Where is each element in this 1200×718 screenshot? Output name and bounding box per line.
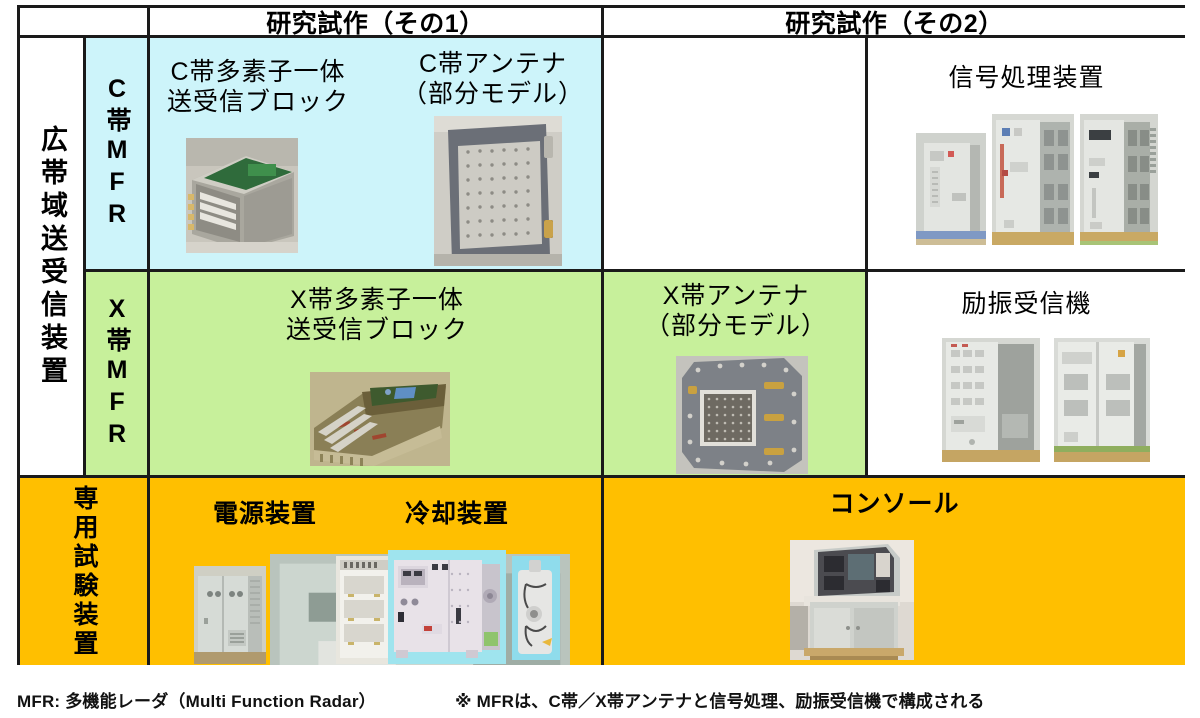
- caption-cooling-unit: 冷却装置: [404, 500, 509, 528]
- cell-x-band-block: X帯多素子一体 送受信ブロック: [150, 272, 604, 478]
- cell-console: コンソール: [604, 478, 1185, 665]
- photo-c-band-block: [186, 138, 298, 253]
- photo-cooling-unit-main: [388, 550, 506, 664]
- photo-power-supply-rack-1: [194, 566, 266, 664]
- photo-x-band-antenna: [676, 356, 808, 474]
- caption-c-band-block: C帯多素子一体 送受信ブロック: [166, 58, 349, 116]
- header-group-1: 研究試作（その1）: [150, 8, 604, 38]
- photo-signal-processor-cabinet-1: [916, 133, 986, 245]
- header-group-1-label: 研究試作（その1）: [266, 9, 485, 38]
- caption-signal-processor: 信号処理装置: [948, 64, 1105, 92]
- photo-signal-processor-cabinet-3: [1080, 114, 1158, 245]
- row-label-x-band-mfr-text: X帯MFR: [103, 295, 131, 452]
- row-label-dedicated-test-equipment: 専用試験装置: [20, 478, 150, 665]
- photo-exciter-receiver-cabinet-1: [942, 338, 1040, 462]
- caption-exciter-receiver: 励振受信機: [961, 290, 1092, 318]
- cell-c-band-group2-empty: [604, 38, 868, 272]
- photo-c-band-antenna: [434, 116, 562, 266]
- header-group-2-label: 研究試作（その2）: [785, 9, 1004, 38]
- caption-power-supply: 電源装置: [212, 500, 317, 528]
- photo-signal-processor-cabinet-2: [992, 114, 1074, 245]
- cell-x-band-antenna: X帯アンテナ （部分モデル）: [604, 272, 868, 478]
- photo-power-supply-rack-3: [336, 556, 392, 664]
- cell-signal-processor: 信号処理装置: [868, 38, 1185, 272]
- cell-power-and-cooling: 電源装置 冷却装置: [150, 478, 604, 665]
- photo-cooling-unit-tank: [512, 556, 560, 660]
- row-label-dedicated-test-equipment-text: 専用試験装置: [70, 484, 98, 659]
- footnote-mfr-definition: MFR: 多機能レーダ（Multi Function Radar）: [17, 692, 376, 711]
- row-label-wideband-unit: 広帯域送受信装置: [20, 38, 86, 478]
- cell-c-band-prototypes: C帯多素子一体 送受信ブロック C帯アンテナ （部分モデル）: [150, 38, 604, 272]
- caption-x-band-block: X帯多素子一体 送受信ブロック: [285, 286, 468, 344]
- footnote-mfr-note: ※ MFRは、C帯／X帯アンテナと信号処理、励振受信機で構成される: [455, 692, 985, 711]
- row-label-wideband-unit-text: 広帯域送受信装置: [37, 124, 67, 389]
- photo-exciter-receiver-cabinet-2: [1054, 338, 1150, 462]
- row-label-c-band-mfr: C帯MFR: [86, 38, 150, 272]
- corner-label: [20, 8, 147, 35]
- table-corner-cell: [20, 8, 150, 38]
- caption-console: コンソール: [829, 490, 960, 518]
- caption-x-band-antenna: X帯アンテナ （部分モデル）: [644, 282, 827, 340]
- equipment-table: 研究試作（その1） 研究試作（その2） 広帯域送受信装置 C帯MFR C帯多素子…: [17, 5, 1185, 665]
- row-label-x-band-mfr: X帯MFR: [86, 272, 150, 478]
- photo-console: [790, 540, 914, 660]
- header-group-2: 研究試作（その2）: [604, 8, 1185, 38]
- cell-exciter-receiver: 励振受信機: [868, 272, 1185, 478]
- row-label-c-band-mfr-text: C帯MFR: [103, 75, 131, 232]
- caption-c-band-antenna: C帯アンテナ （部分モデル）: [401, 50, 584, 108]
- photo-x-band-block: [310, 372, 450, 466]
